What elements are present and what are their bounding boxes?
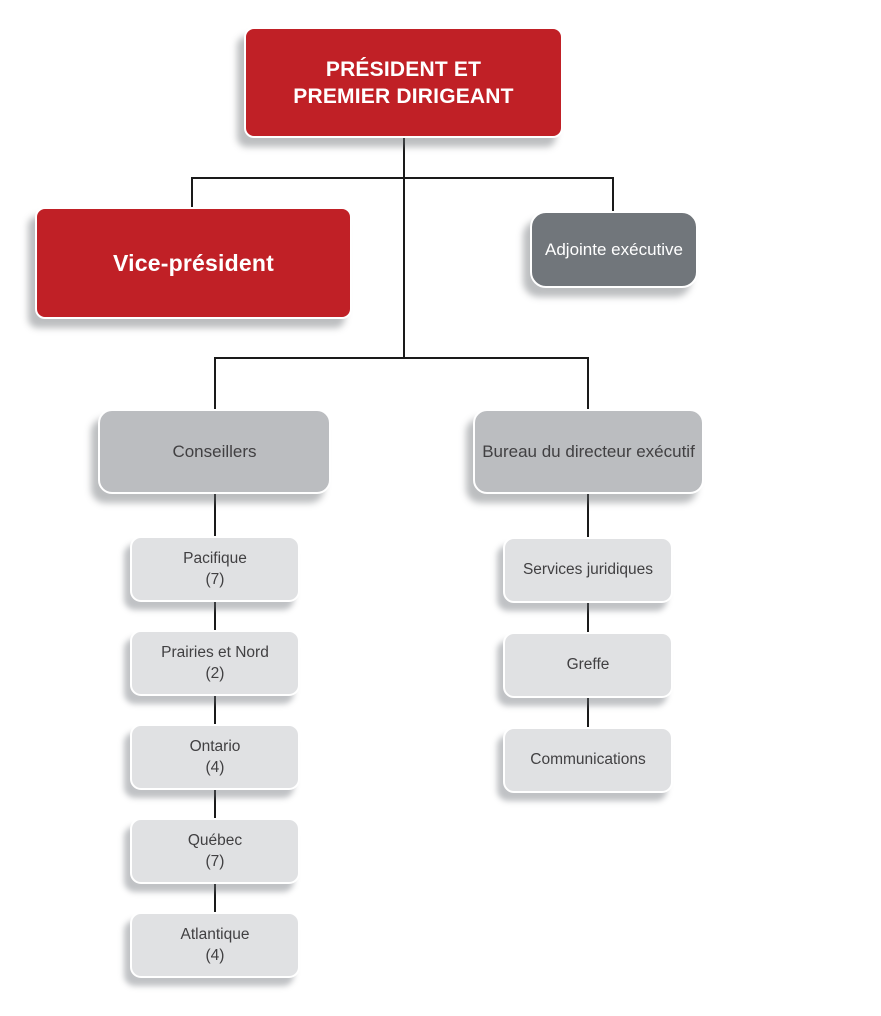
executive-assistant-label: Adjointe exécutive xyxy=(545,239,683,259)
connector-line xyxy=(587,603,589,633)
office-unit-label: Services juridiques xyxy=(522,561,654,578)
office-unit-box: Greffe xyxy=(503,632,673,698)
region-box: Pacifique (7) xyxy=(130,536,300,602)
office-unit-box: Services juridiques xyxy=(503,537,673,603)
connector-line xyxy=(587,357,589,410)
region-count: (4) xyxy=(205,759,225,776)
vice-president-box: Vice-président xyxy=(35,207,352,319)
region-count: (2) xyxy=(205,665,225,682)
advisors-box: Conseillers xyxy=(98,409,331,494)
region-box: Québec (7) xyxy=(130,818,300,884)
connector-line xyxy=(214,357,588,359)
region-name: Atlantique xyxy=(180,926,250,943)
region-name: Québec xyxy=(187,832,243,849)
connector-line xyxy=(403,177,405,358)
advisors-label: Conseillers xyxy=(172,441,257,461)
region-box: Atlantique (4) xyxy=(130,912,300,978)
connector-line xyxy=(587,494,589,538)
executive-assistant-box: Adjointe exécutive xyxy=(530,211,698,288)
connector-line xyxy=(214,696,216,725)
president-box: PRÉSIDENT ET PREMIER DIRIGEANT xyxy=(244,27,563,138)
region-count: (4) xyxy=(205,947,225,964)
executive-director-office-label: Bureau du directeur exécutif xyxy=(482,441,695,461)
connector-line xyxy=(403,138,405,178)
region-count: (7) xyxy=(205,853,225,870)
connector-line xyxy=(191,177,193,208)
region-box: Prairies et Nord (2) xyxy=(130,630,300,696)
office-unit-label: Greffe xyxy=(566,656,610,673)
region-count: (7) xyxy=(205,571,225,588)
connector-line xyxy=(214,494,216,537)
region-name: Pacifique xyxy=(183,550,247,567)
connector-line xyxy=(214,602,216,631)
executive-director-office-box: Bureau du directeur exécutif xyxy=(473,409,704,494)
connector-line xyxy=(214,790,216,819)
connector-line xyxy=(587,698,589,728)
connector-line xyxy=(191,177,614,179)
president-label-line1: PRÉSIDENT ET xyxy=(325,57,482,81)
vice-president-label: Vice-président xyxy=(113,249,274,276)
office-unit-label: Communications xyxy=(530,751,646,768)
region-box: Ontario (4) xyxy=(130,724,300,790)
region-name: Prairies et Nord xyxy=(161,644,269,661)
office-unit-box: Communications xyxy=(503,727,673,793)
connector-line xyxy=(612,177,614,212)
connector-line xyxy=(214,357,216,410)
region-name: Ontario xyxy=(189,738,241,755)
connector-line xyxy=(214,884,216,913)
president-label-line2: PREMIER DIRIGEANT xyxy=(293,84,514,108)
